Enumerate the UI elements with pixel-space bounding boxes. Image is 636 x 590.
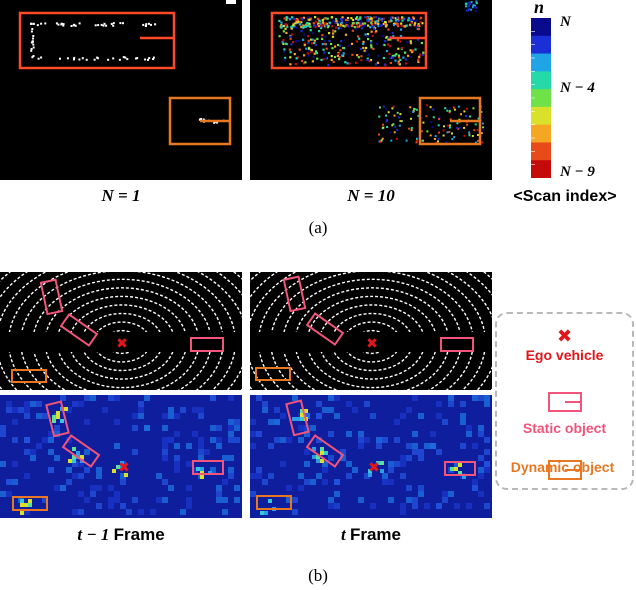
- subfigure-label-a: (a): [308, 218, 328, 237]
- ego-vehicle-icon: ✖: [366, 336, 378, 352]
- bev-panel-t-minus-1: ✖: [0, 395, 242, 518]
- bev-heatmap-t: ✖: [250, 395, 490, 515]
- colorbar: [531, 18, 551, 179]
- pointcloud-plot-t: ✖: [250, 272, 492, 390]
- caption-frame-variable: t − 1: [77, 525, 110, 544]
- caption-n1: N = 1: [101, 186, 141, 205]
- pointcloud-panel-t: ✖: [250, 272, 492, 390]
- caption-t-minus-1-frame: t − 1 Frame: [0, 525, 242, 545]
- caption-t-frame: t Frame: [250, 525, 492, 545]
- ego-vehicle-icon: ✖: [118, 460, 130, 476]
- legend-label-static-object: Static object: [522, 420, 607, 436]
- pointcloud-plot-t-minus-1: ✖: [0, 272, 242, 390]
- caption-frame-word: Frame: [113, 525, 165, 544]
- bev-heatmap-t-minus-1: ✖: [0, 395, 240, 515]
- subfigure-label-b: (b): [308, 566, 328, 585]
- dynamic-object-legend-icon: [548, 460, 582, 485]
- legend-label-ego-vehicle: Ego vehicle: [525, 347, 604, 363]
- colorbar-tick-bottom: N − 9: [560, 164, 595, 180]
- colorbar-tick-top: N: [560, 14, 571, 30]
- static-object-box: [270, 11, 428, 70]
- scan-panel-n1: [0, 0, 242, 180]
- pointcloud-panel-t-minus-1: ✖: [0, 272, 242, 390]
- caption-frame-word: Frame: [349, 525, 401, 544]
- caption-frame-variable: t: [340, 525, 346, 544]
- ego-vehicle-icon: ✖: [116, 336, 128, 352]
- scan-plot-n1: [18, 0, 236, 146]
- scan-plot-n10: [270, 0, 485, 146]
- legend-label-dynamic-object-text: Dynamic object: [510, 459, 615, 475]
- colorbar-tick-mid: N − 4: [560, 80, 595, 96]
- caption-n10: N = 10: [347, 186, 395, 205]
- colorbar-title: n: [534, 0, 545, 17]
- bev-panel-t: ✖: [250, 395, 492, 518]
- scan-panel-n10: [250, 0, 492, 180]
- ego-vehicle-legend-icon: ✖: [556, 326, 573, 347]
- ego-vehicle-icon: ✖: [368, 460, 380, 476]
- static-object-box: [18, 11, 176, 70]
- colorbar-caption: <Scan index>: [513, 188, 617, 205]
- legend-box: ✖ Ego vehicle Static object: [495, 312, 634, 490]
- static-object-legend-icon: [548, 392, 582, 417]
